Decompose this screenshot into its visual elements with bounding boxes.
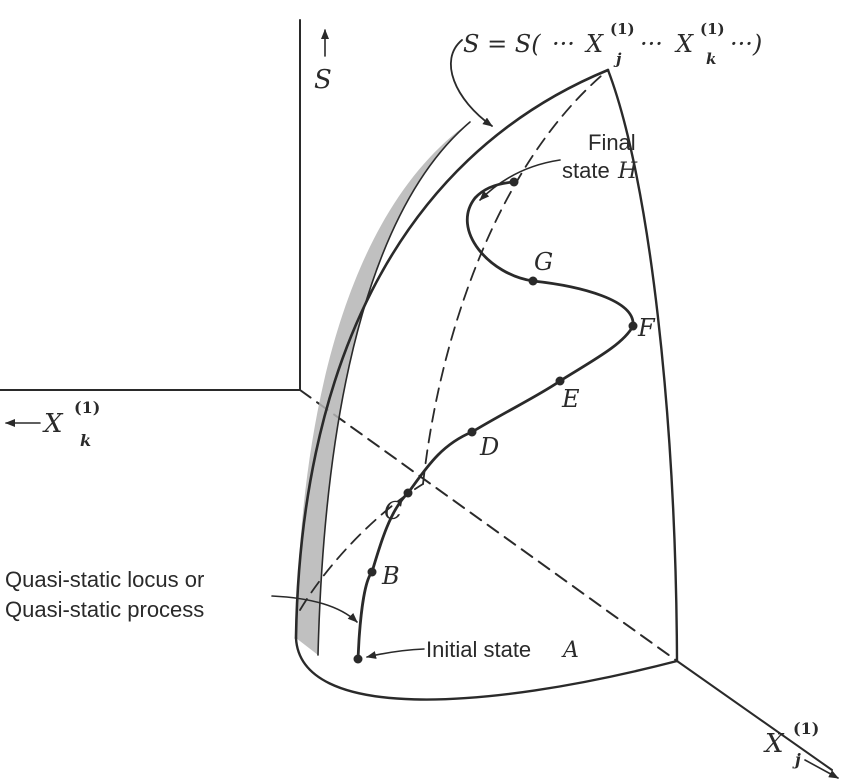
equation-dots-1: ··· [552, 30, 575, 58]
point-d-dot [467, 427, 477, 437]
s-axis-label: S [314, 65, 332, 95]
equation-lhs: S = S( [463, 30, 541, 58]
locus-line1: Quasi-static locus or [5, 567, 204, 592]
xj-axis-sub: j [792, 750, 801, 769]
final-state-line1: Final [588, 130, 636, 155]
surface-equation: S = S( ··· X (1) j ··· X (1) k ···) [463, 20, 762, 68]
point-e-dot [555, 376, 565, 386]
quasi-static-annotation: Quasi-static locus or Quasi-static proce… [5, 567, 204, 622]
surface-right-edge [606, 68, 679, 663]
initial-state-letter: A [561, 638, 579, 663]
equation-x1: X [584, 30, 604, 58]
final-state-letter: H [617, 159, 638, 184]
point-g-dot [528, 276, 538, 286]
xk-axis-sub: k [80, 431, 91, 450]
surface-inner-edge [317, 121, 471, 656]
point-c-label: C [384, 497, 402, 525]
equation-x2-sub: k [706, 50, 716, 68]
xj-axis-arrow [804, 759, 839, 779]
point-b-dot [367, 567, 377, 577]
equation-x2-sup: (1) [700, 20, 725, 38]
point-a-dot [353, 654, 363, 664]
equation-leader-arrow [450, 39, 493, 127]
equation-dots-2: ··· [640, 30, 663, 58]
xj-axis-letter: X [763, 729, 785, 759]
equation-x2: X [674, 30, 694, 58]
surface-front-edge [294, 68, 610, 640]
initial-state-text: Initial state [426, 637, 531, 662]
equation-x1-sub: j [613, 50, 622, 68]
point-e-label: E [561, 385, 580, 413]
final-state-leader-arrow [479, 159, 561, 201]
initial-state-annotation: Initial state A [426, 637, 579, 663]
surface-bottom-edge [294, 636, 679, 701]
equation-x1-sup: (1) [610, 20, 635, 38]
final-state-annotation: Final state H [562, 130, 638, 184]
point-g-label: G [534, 248, 553, 276]
point-d-label: D [479, 433, 499, 461]
point-f-dot [628, 321, 638, 331]
xk-axis-sup: (1) [74, 398, 100, 417]
point-f-label: F [637, 314, 656, 342]
xj-axis-hidden [299, 389, 678, 662]
xj-axis-visible [676, 660, 833, 771]
xk-axis-label: X (1) k [42, 398, 100, 450]
initial-state-leader-arrow [366, 648, 425, 659]
point-b-label: B [381, 562, 400, 590]
xj-axis-label: X (1) j [763, 719, 819, 769]
xk-axis-letter: X [42, 409, 64, 439]
final-state-line2: state [562, 158, 610, 183]
locus-leader-arrow [271, 595, 358, 623]
point-c-dot [403, 488, 413, 498]
xj-axis-sup: (1) [793, 719, 819, 738]
locus-line2: Quasi-static process [5, 597, 204, 622]
equation-dots-3: ···) [730, 30, 762, 58]
point-h-dot [509, 177, 519, 187]
